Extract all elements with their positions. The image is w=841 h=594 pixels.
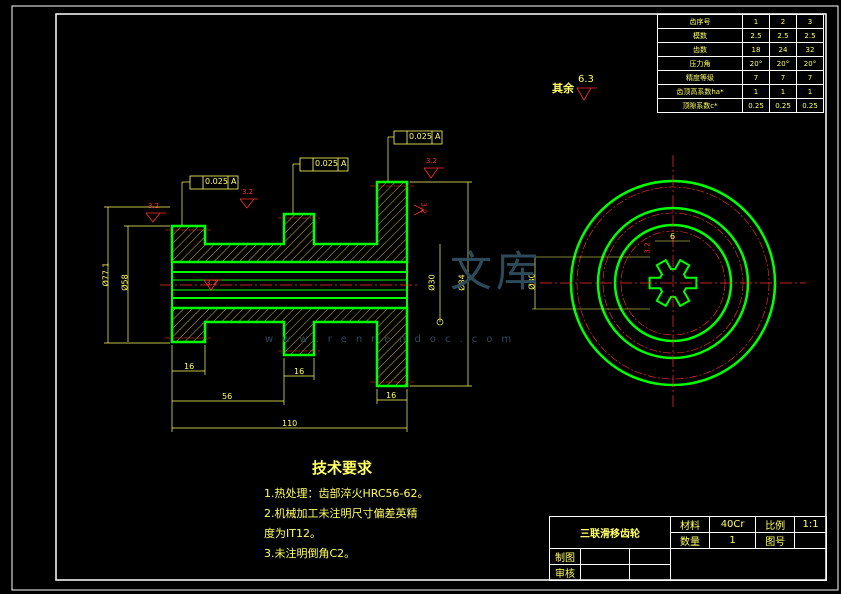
gear-param-value: 0.25 [796, 98, 824, 113]
dimension-lines [104, 136, 472, 432]
watermark-cn: 文库 [450, 247, 543, 296]
gear-param-value: 0.25 [769, 98, 797, 113]
gear-param-value: 7 [769, 70, 797, 85]
tol-value-2: 0.025 [315, 159, 338, 168]
roughness-note-label: 其余 [552, 82, 574, 95]
dim-l1: 16 [184, 362, 195, 371]
part-name: 三联滑移齿轮 [549, 516, 671, 549]
gear-param-value: 1 [769, 84, 797, 99]
tol-datum-1: A [231, 177, 237, 186]
rough-4: 3.2 [206, 279, 218, 287]
gear-param-value: 1 [796, 84, 824, 99]
drawn-label: 制图 [549, 548, 581, 565]
scale-label: 比例 [755, 516, 796, 533]
spline-bore [648, 258, 698, 308]
rough-2: 3.2 [242, 188, 254, 196]
gear-param-label: 顶隙系数c* [657, 98, 743, 113]
scale-value: 1:1 [794, 516, 827, 533]
rough-1: 3.2 [148, 202, 160, 210]
roughness-symbols [145, 87, 597, 291]
gear-param-value: 2.5 [796, 28, 824, 43]
dim-d1: Ø77.1 [101, 262, 111, 287]
gear-param-value: 2.5 [769, 28, 797, 43]
dim-l3: 16 [294, 367, 305, 376]
gear-param-value: 7 [742, 70, 770, 85]
tech-line-2: 2.机械加工未注明尺寸偏差英精 [264, 507, 418, 520]
gear-param-value: 24 [769, 42, 797, 57]
roughness-note-value: 6.3 [578, 74, 594, 85]
tolerance-frames [189, 130, 443, 190]
dim-total: 110 [282, 419, 298, 428]
tech-line-4: 3.未注明倒角C2。 [264, 547, 356, 560]
checked-label: 审核 [549, 564, 581, 581]
dim-l4: 16 [386, 391, 397, 400]
gear-param-value: 32 [796, 42, 824, 57]
dim-d2: Ø58 [120, 274, 130, 291]
gear-param-label: 模数 [657, 28, 743, 43]
tol-value-1: 0.025 [205, 177, 228, 186]
gear-param-value: 20° [769, 56, 797, 71]
technical-requirements: 技术要求 1.热处理：齿部淬火HRC56-62。 2.机械加工未注明尺寸偏差英精… [264, 458, 464, 568]
tech-line-1: 1.热处理：齿部淬火HRC56-62。 [264, 487, 429, 500]
gear-param-value: 1 [742, 84, 770, 99]
watermark: www.renrendoc.com [265, 334, 521, 345]
dim-l2: 56 [222, 392, 233, 401]
gear-param-label: 压力角 [657, 56, 743, 71]
gear-param-label: 精度等级 [657, 70, 743, 85]
inner-border [55, 13, 827, 581]
gear-param-value: 20° [796, 56, 824, 71]
tol-datum-2: A [341, 159, 347, 168]
gear-param-label: 齿序号 [657, 14, 743, 29]
drawing-no-value [794, 532, 827, 549]
tol-value-3: 0.025 [409, 132, 432, 141]
gear-param-value: 2 [769, 14, 797, 29]
front-view [532, 155, 806, 410]
material-value: 40Cr [709, 516, 757, 533]
gear-param-value: 3 [796, 14, 824, 29]
dim-key: 6 [670, 232, 676, 241]
drawing-no-label: 图号 [755, 532, 796, 549]
dim-d3: Ø30 [427, 274, 437, 291]
material-label: 材料 [669, 516, 711, 533]
rough-3: 3.2 [426, 157, 438, 165]
gear-param-label: 齿顶高系数ha* [657, 84, 743, 99]
gear-param-value: 1 [742, 14, 770, 29]
gear-param-label: 齿数 [657, 42, 743, 57]
gear-param-value: 18 [742, 42, 770, 57]
gear-param-value: 0.25 [742, 98, 770, 113]
tech-line-3: 度为IT12。 [264, 527, 321, 540]
gear-param-value: 20° [742, 56, 770, 71]
qty-value: 1 [709, 532, 757, 549]
tol-datum-3: A [435, 132, 441, 141]
title-block: 三联滑移齿轮 材料 40Cr 比例 1:1 数量 1 图号 制图 审核 [549, 516, 827, 581]
tech-title: 技术要求 [312, 459, 373, 477]
gear-param-value: 7 [796, 70, 824, 85]
rough-5: 3.2 [419, 202, 428, 214]
qty-label: 数量 [669, 532, 711, 549]
rough-6: 3.2 [643, 242, 652, 254]
datum-symbol [436, 318, 444, 326]
gear-param-value: 2.5 [742, 28, 770, 43]
outer-border [11, 5, 839, 591]
